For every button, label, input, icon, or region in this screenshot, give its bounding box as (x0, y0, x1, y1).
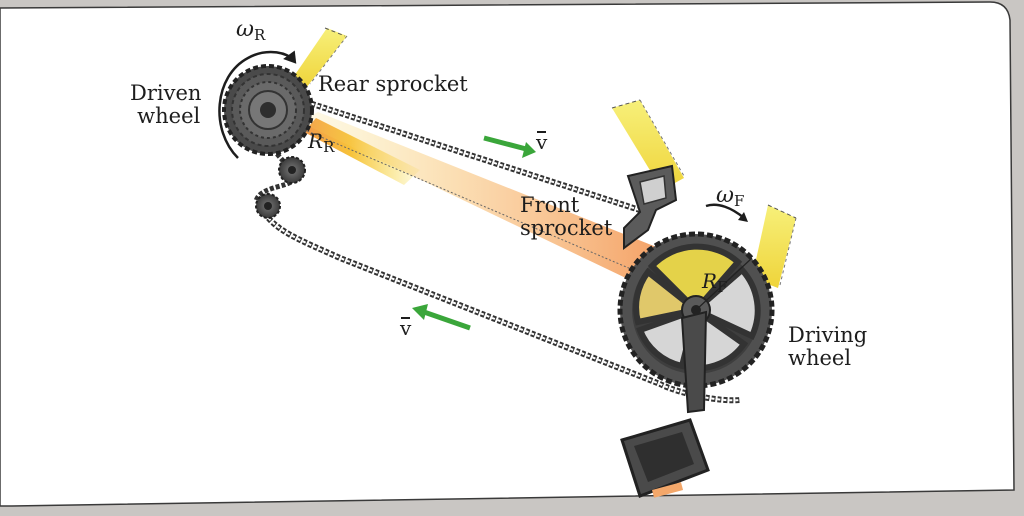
omega-f-label: ωF (716, 183, 745, 210)
chain-stay-band (300, 112, 694, 304)
driving-wheel-label: Driving wheel (788, 323, 868, 371)
rotation-arrow-rear (218, 50, 293, 159)
paper-background (0, 1, 1015, 507)
derailleur-pulley-lower (255, 193, 281, 219)
rear-sprocket-label: Rear sprocket (318, 72, 468, 96)
r-f-label: RF (702, 269, 728, 296)
driven-wheel-label: Driven wheel (130, 81, 202, 129)
velocity-arrow-lower (412, 304, 471, 331)
front-radius-line (695, 257, 753, 311)
crank-arm (680, 310, 708, 414)
rear-sprocket (222, 64, 314, 156)
velocity-arrow-upper (483, 135, 536, 158)
derailleur-pulley-upper (278, 156, 306, 184)
front-sprocket-label: Front sprocket (520, 193, 613, 241)
rotation-arrow-front (705, 203, 745, 219)
velocity-label-lower: v (400, 316, 412, 340)
front-derailleur (623, 164, 678, 250)
down-tube (752, 204, 797, 288)
omega-r-label: ωR (236, 17, 266, 44)
seat-stay-tube (290, 27, 348, 88)
velocity-label-upper: v (536, 130, 548, 154)
r-r-label: RR (308, 129, 335, 156)
pedal (620, 418, 710, 498)
